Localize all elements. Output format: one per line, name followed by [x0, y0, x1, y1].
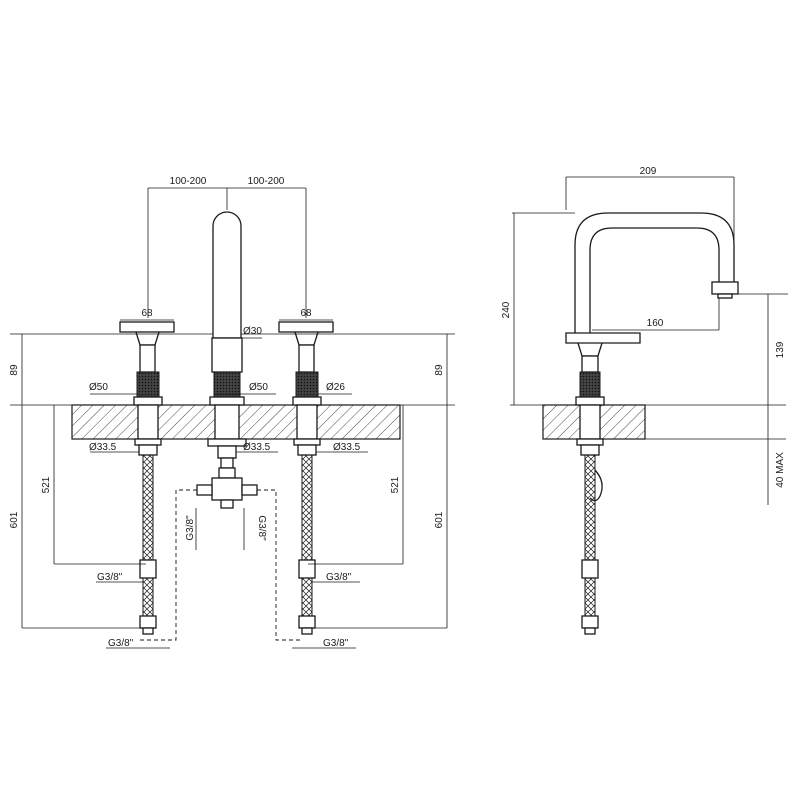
dim-height-right: 89 [434, 364, 445, 376]
dim-body-left: Ø50 [89, 382, 108, 393]
hose-right [301, 454, 313, 561]
dim-body-right: Ø26 [326, 382, 345, 393]
dim-deck-thickness: 40 MAX [775, 452, 786, 488]
dim-spacing-right: 100-200 [248, 176, 285, 187]
side-hose [584, 454, 596, 561]
dim-spout-dia: Ø30 [243, 326, 262, 337]
front-view: 100-200 100-200 68 68 Ø30 Ø50 Ø50 Ø26 Ø3… [9, 176, 455, 649]
right-handle-assembly [278, 321, 334, 635]
dim-hose-left: 521 [41, 476, 52, 493]
knurled-spout-body [213, 371, 241, 398]
knurled-body [136, 371, 160, 398]
thread-tee-left: G3/8" [185, 515, 196, 541]
dim-shank-right: Ø33.5 [333, 442, 361, 453]
dim-body-center: Ø50 [249, 382, 268, 393]
thread-bottom-right: G3/8" [323, 638, 349, 649]
hose-right-lower [301, 577, 313, 617]
side-knurled-body [579, 371, 601, 398]
hose-left-lower [142, 577, 154, 617]
dim-outlet-height: 139 [775, 341, 786, 358]
hose-left [142, 454, 154, 561]
knurled-body-right [295, 371, 319, 398]
dim-total-left: 601 [9, 511, 20, 528]
side-view: 209 160 240 139 40 MAX [501, 166, 788, 635]
dim-spout-height: 240 [501, 301, 512, 318]
dim-height-left: 89 [9, 364, 20, 376]
dim-hose-right: 521 [390, 476, 401, 493]
thread-bottom-left: G3/8" [108, 638, 134, 649]
spout-assembly [196, 211, 258, 509]
dim-reach-total: 209 [640, 166, 657, 177]
thread-tee-right: G3/8" [256, 515, 267, 541]
dim-shank-left: Ø33.5 [89, 442, 117, 453]
dim-spacing-left: 100-200 [170, 176, 207, 187]
thread-hose-left: G3/8" [97, 572, 123, 583]
dim-shank-center: Ø33.5 [243, 442, 271, 453]
dim-handle-left: 68 [141, 308, 153, 319]
dim-total-right: 601 [434, 511, 445, 528]
dim-reach-spout: 160 [647, 318, 664, 329]
left-handle-assembly [119, 321, 175, 635]
thread-hose-right: G3/8" [326, 572, 352, 583]
dim-handle-right: 68 [300, 308, 312, 319]
